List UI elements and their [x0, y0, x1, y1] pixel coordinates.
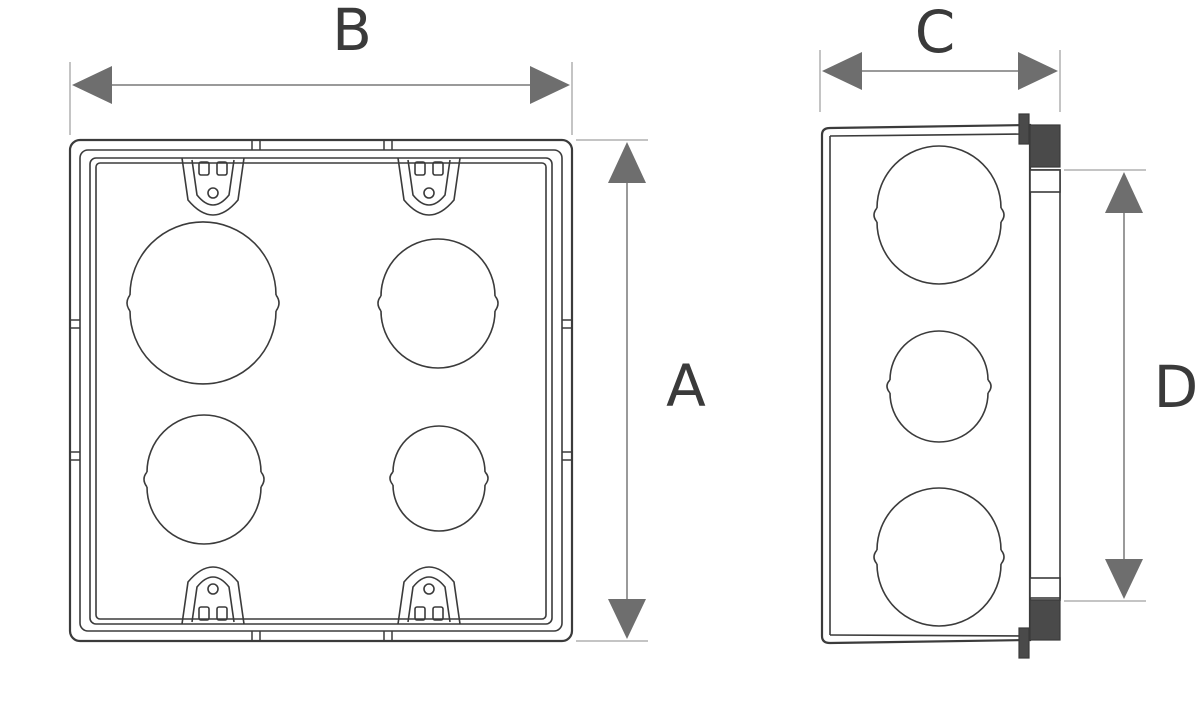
knockout-bottom-right	[389, 425, 489, 532]
side-flange-top	[1018, 113, 1061, 193]
side-right-face	[1029, 169, 1061, 601]
dimension-label-b: B	[332, 0, 372, 64]
side-knockout-top	[873, 145, 1005, 285]
arrowhead-up-icon	[608, 142, 646, 183]
arrowhead-down-icon	[608, 599, 646, 639]
arrowhead-down-icon	[1105, 559, 1143, 599]
mounting-lug-bottom-left	[181, 566, 245, 625]
front-outer-frame	[68, 138, 574, 643]
knockout-top-right	[377, 238, 499, 369]
arrowhead-right-icon	[1018, 52, 1058, 90]
front-inner-wall	[89, 157, 553, 625]
dimension-label-d: D	[1154, 353, 1199, 421]
knockout-large-top-left	[126, 221, 280, 385]
arrowhead-left-icon	[72, 66, 112, 104]
side-body-outline	[820, 123, 1032, 645]
side-flange-bottom	[1018, 577, 1061, 659]
side-view	[820, 113, 1061, 659]
dimension-label-c: C	[915, 0, 956, 66]
side-knockout-middle	[886, 330, 992, 443]
dimension-label-a: A	[666, 352, 706, 420]
mounting-lug-top-right	[397, 157, 461, 216]
mounting-lug-top-left	[181, 157, 245, 216]
dimension-c: C	[819, 0, 1061, 112]
front-inner-flange	[79, 149, 563, 632]
dimension-b: B	[69, 0, 573, 135]
dimension-d: D	[1064, 169, 1199, 602]
side-knockout-bottom	[873, 487, 1005, 627]
frame-notches	[70, 140, 572, 641]
arrowhead-right-icon	[530, 66, 570, 104]
front-view	[68, 138, 574, 643]
arrowhead-left-icon	[822, 52, 862, 90]
mounting-lug-bottom-right	[397, 566, 461, 625]
arrowhead-up-icon	[1105, 172, 1143, 213]
knockout-bottom-left	[143, 414, 265, 545]
dimension-a: A	[576, 139, 706, 642]
front-inner-wall-2	[95, 162, 547, 620]
